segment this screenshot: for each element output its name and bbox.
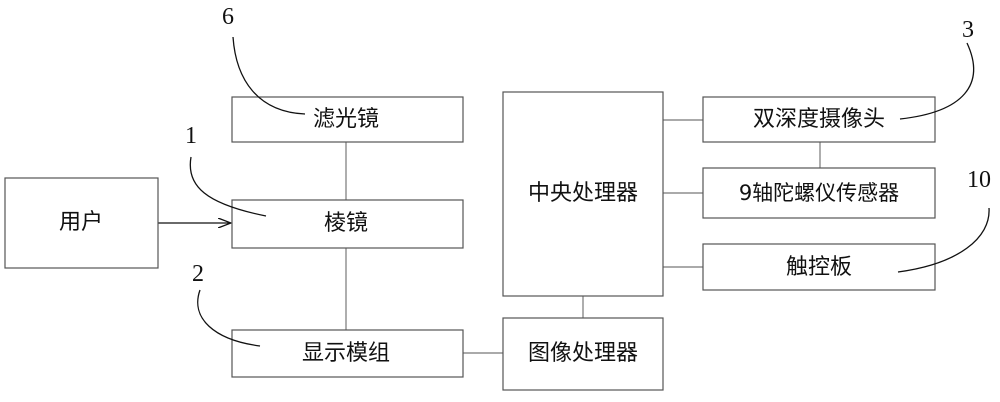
- block-filter-label: 滤光镜: [313, 107, 379, 132]
- block-display-module: 显示模组: [231, 329, 464, 378]
- block-prism: 棱镜: [231, 199, 464, 249]
- leader-display-module: [197, 289, 261, 347]
- block-prism-label: 棱镜: [324, 211, 368, 236]
- block-cpu-label: 中央处理器: [528, 181, 638, 206]
- leader-dual-depth-camera: [899, 42, 975, 120]
- block-touchpad: 触控板: [702, 243, 936, 291]
- block-user: 用户: [4, 177, 159, 269]
- block-dual-depth-camera: 双深度摄像头: [702, 96, 936, 143]
- block-gyro-sensor: 9轴陀螺仪传感器: [702, 167, 936, 219]
- block-cpu: 中央处理器: [502, 91, 664, 297]
- block-image-processor-label: 图像处理器: [528, 341, 638, 366]
- ref-number-display-module: 2: [192, 261, 204, 287]
- block-dual-depth-camera-label: 双深度摄像头: [753, 107, 885, 132]
- ref-number-touchpad: 10: [967, 167, 991, 193]
- ref-number-dual-depth-camera: 3: [962, 17, 974, 43]
- block-user-label: 用户: [59, 210, 103, 235]
- block-image-processor: 图像处理器: [502, 317, 664, 391]
- ref-number-prism: 1: [185, 123, 197, 149]
- leader-touchpad: [897, 207, 990, 273]
- block-display-module-label: 显示模组: [302, 341, 390, 366]
- ref-number-filter: 6: [222, 4, 234, 30]
- leader-prism: [189, 156, 267, 217]
- block-touchpad-label: 触控板: [786, 255, 852, 280]
- leader-filter: [232, 36, 306, 115]
- block-gyro-sensor-label: 9轴陀螺仪传感器: [739, 181, 899, 205]
- block-filter: 滤光镜: [231, 96, 464, 143]
